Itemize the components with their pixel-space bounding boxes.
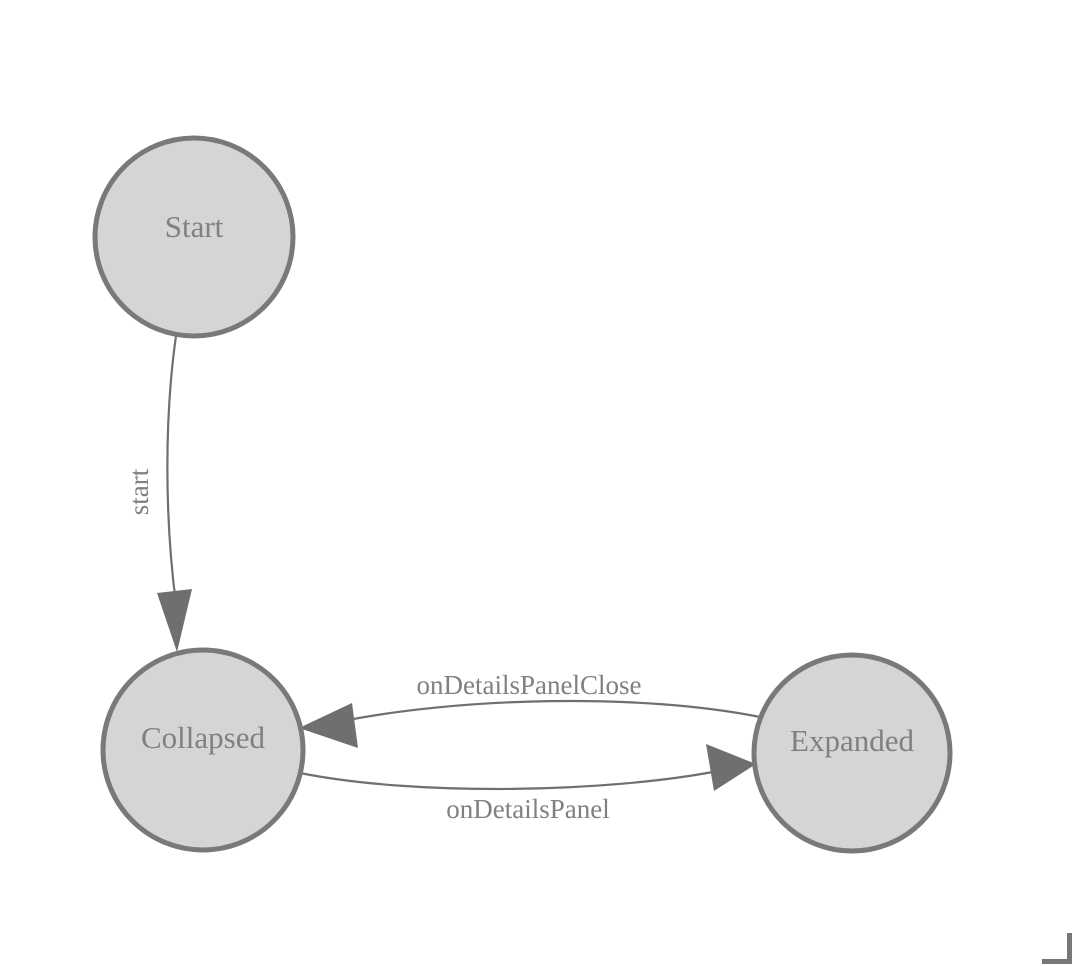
node-start-label: Start: [165, 209, 224, 244]
edge-line-expanded-to-collapsed: [337, 699, 761, 724]
node-start-circle: [92, 135, 296, 339]
node-expanded[interactable]: Expanded: [751, 652, 953, 854]
edge-label-on-details-panel: onDetailsPanel: [446, 794, 609, 824]
node-collapsed-label: Collapsed: [141, 720, 265, 755]
edge-line-start-to-collapsed: [166, 335, 178, 605]
node-collapsed[interactable]: Collapsed: [100, 647, 306, 853]
node-expanded-label: Expanded: [790, 723, 914, 758]
edge-start-to-collapsed[interactable]: start: [124, 335, 192, 652]
resize-handle-icon[interactable]: [1042, 933, 1072, 964]
edge-collapsed-to-expanded[interactable]: onDetailsPanel: [299, 744, 756, 824]
edge-label-on-details-panel-close: onDetailsPanelClose: [417, 670, 642, 700]
edge-line-collapsed-to-expanded: [299, 769, 719, 791]
arrowhead-down-to-collapsed: [157, 589, 192, 652]
node-collapsed-circle: [100, 647, 306, 853]
node-start[interactable]: Start: [92, 135, 296, 339]
arrowhead-left-to-collapsed: [299, 703, 358, 748]
node-expanded-circle: [751, 652, 953, 854]
edge-expanded-to-collapsed[interactable]: onDetailsPanelClose: [299, 670, 761, 748]
edge-label-start: start: [124, 468, 154, 515]
arrowhead-right-to-expanded: [706, 744, 756, 791]
